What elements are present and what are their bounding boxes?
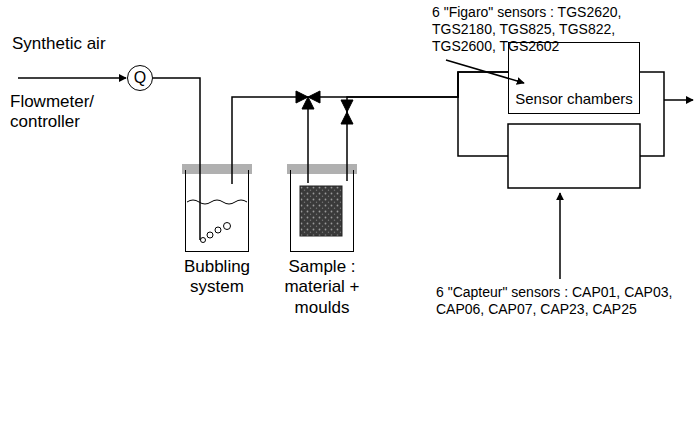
bubbler-outlet-pipe	[231, 170, 233, 184]
outlet-arrow	[664, 99, 693, 101]
sample-material	[300, 186, 342, 236]
pipe-connector	[232, 72, 508, 170]
sensor-chamber	[508, 124, 640, 188]
pipe-connector	[347, 72, 508, 170]
three-way-valve	[296, 91, 320, 109]
bubbling-beaker: Bubbling system	[185, 170, 249, 252]
node-text: Sensor chambers	[515, 90, 633, 108]
inlet-label: Synthetic air	[12, 34, 132, 54]
node-text: Q	[134, 68, 146, 87]
flowmeter-circle: Q	[127, 65, 153, 91]
sample-beaker: Sample : material + moulds	[290, 170, 354, 252]
sensor-list-label: 6 "Capteur" sensors : CAP01, CAP03, CAP0…	[436, 284, 690, 318]
sensor-list-label: 6 "Figaro" sensors : TGS2620, TGS2180, T…	[432, 4, 682, 54]
manifold-line	[458, 72, 508, 156]
sample-pipe	[307, 109, 309, 183]
node-text: Sample : material + moulds	[276, 257, 368, 318]
bubbles	[201, 223, 231, 243]
liquid-surface	[187, 200, 247, 204]
node-text: Bubbling system	[171, 257, 263, 298]
bubbler-lid	[182, 164, 252, 174]
air-inlet-arrow	[18, 77, 126, 79]
sample-pipe	[346, 170, 348, 181]
pipe-connector	[153, 78, 200, 240]
manifold-line	[640, 72, 664, 156]
flowmeter-label: Flowmeter/ controller	[10, 92, 105, 133]
leader-arrow	[559, 193, 561, 279]
